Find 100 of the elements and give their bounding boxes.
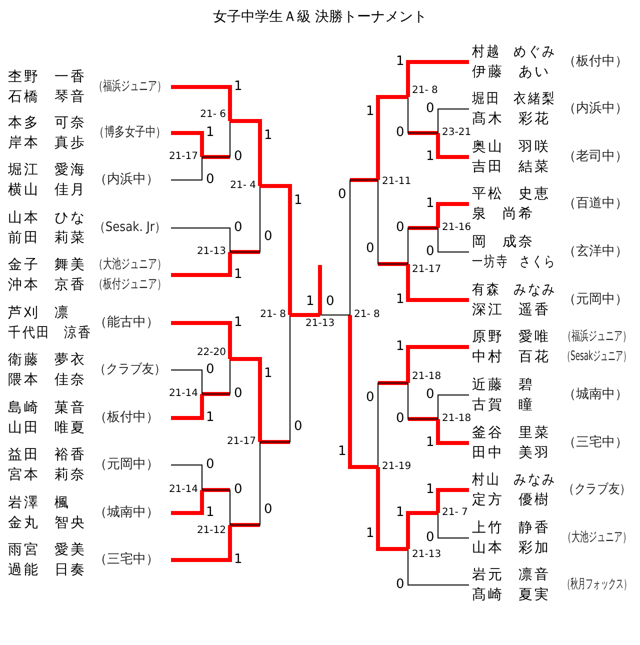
match-score: 21-18: [438, 412, 472, 426]
player-name: 芦刈 凛: [8, 304, 70, 322]
bracket-line: [376, 95, 408, 180]
player-name: 金子 舞美: [8, 256, 86, 274]
bracket-line: [202, 358, 230, 394]
school-name: （元岡中）: [563, 291, 628, 309]
player-name: 岸本 真歩: [8, 134, 86, 152]
match-score: 21-13: [408, 548, 442, 562]
match-score: 23-21: [438, 126, 472, 140]
player-name: 奥山 羽咲: [472, 138, 550, 156]
bracket-line: [230, 442, 260, 526]
bracket-line: [230, 119, 262, 186]
player-name: 有森 みなみ: [472, 281, 556, 299]
match-score: 21-13: [304, 317, 337, 331]
school-name: （クラブ友）: [563, 481, 632, 499]
school-name: （城南中）: [563, 386, 628, 404]
match-score: 21- 8: [350, 308, 380, 322]
school-name: （城南中）: [94, 504, 159, 522]
bracket-line: [438, 394, 470, 420]
school-name: （玄洋中）: [563, 243, 628, 261]
bracket-line: [260, 314, 290, 442]
player-name: 村越 めぐみ: [472, 43, 556, 61]
bracket-line: [171, 85, 232, 121]
bracket-line: [406, 60, 469, 97]
match-score: 21-18: [408, 370, 442, 384]
bracket-line: [171, 490, 204, 515]
match-score: 21-14: [168, 483, 202, 497]
bracket-line: [170, 370, 202, 394]
player-name: 堀江 愛海: [8, 161, 86, 179]
player-name: 山田 唯夏: [8, 419, 86, 437]
school-name: （百道中）: [563, 195, 628, 213]
player-name: 岡 成奈: [472, 233, 534, 251]
player-name: 山本 彩加: [472, 539, 550, 557]
match-score: 21-14: [168, 387, 202, 401]
bracket-line: [408, 228, 438, 264]
bracket-line: [408, 96, 438, 134]
player-name: 上竹 静香: [472, 519, 550, 537]
player-name: 中村 百花: [472, 348, 550, 366]
title: 女子中学生Ａ級 決勝トーナメント: [212, 8, 428, 26]
bracket-line: [348, 315, 378, 469]
bracket-line: [378, 180, 408, 264]
school-name: （老司中）: [563, 148, 628, 166]
match-score: 21-17: [408, 263, 442, 277]
match-score: 21- 7: [438, 506, 468, 520]
match-score: 21-16: [438, 221, 472, 235]
bracket-line: [171, 394, 204, 420]
player-name: 田中 美羽: [472, 444, 550, 462]
player-name: 岩元 凛音: [472, 566, 550, 584]
bracket-line: [438, 512, 470, 538]
match-score: 21-12: [196, 524, 230, 538]
bracket-line: [438, 228, 470, 252]
player-name: 本多 可奈: [8, 114, 86, 132]
match-score: 21- 8: [260, 308, 290, 322]
school-name: （福浜ジュニア）: [94, 78, 166, 96]
bracket-line: [438, 108, 470, 134]
player-name: 一坊寺 さくら: [472, 253, 556, 271]
school-name: （Sesak. Jr）: [94, 219, 166, 237]
school-name: （板付ジュニア）: [94, 276, 166, 294]
match-score: 22-20: [196, 346, 230, 360]
bracket-line: [436, 488, 469, 513]
player-name: 古賀 瞳: [472, 396, 534, 414]
school-name: （秋月フォックス）: [563, 576, 631, 594]
bracket-line: [350, 180, 378, 316]
player-name: 衛藤 夢衣: [8, 351, 86, 369]
player-name: 過能 日奏: [8, 561, 86, 579]
bracket-line: [376, 467, 408, 551]
school-name: （Sesakジュニア）: [563, 348, 631, 366]
bracket-line: [171, 321, 232, 359]
player-name: 島崎 菓音: [8, 399, 86, 417]
match-score: 21- 4: [230, 179, 260, 193]
match-score: 21-11: [378, 175, 412, 189]
bracket-line: [406, 511, 438, 549]
school-name: （クラブ友）: [94, 361, 166, 379]
player-name: 原野 愛唯: [472, 328, 550, 346]
player-name: 千代田 涼香: [8, 324, 92, 342]
bracket-line: [406, 264, 469, 302]
match-score: 21-19: [378, 460, 412, 474]
match-score: 21-13: [196, 245, 230, 259]
player-name: 益田 裕香: [8, 446, 86, 464]
player-name: 近藤 碧: [472, 376, 534, 394]
bracket-line: [171, 131, 204, 157]
player-name: 杢野 一香: [8, 68, 86, 86]
player-name: 釜谷 里菜: [472, 424, 550, 442]
player-name: 隈本 佳奈: [8, 371, 86, 389]
player-name: 岩澤 楓: [8, 494, 70, 512]
player-name: 吉田 結菜: [472, 158, 550, 176]
school-name: （三宅中）: [94, 551, 159, 569]
school-name: （元岡中）: [94, 456, 159, 474]
bracket-line: [170, 464, 202, 490]
school-name: （三宅中）: [563, 434, 628, 452]
player-name: 髙木 彩花: [472, 110, 550, 128]
player-name: 宮本 莉奈: [8, 466, 86, 484]
bracket-line: [290, 313, 322, 317]
bracket-line: [408, 382, 438, 420]
player-name: 深江 遥香: [472, 301, 550, 319]
bracket-line: [170, 228, 230, 252]
match-score: 21-17: [168, 150, 202, 164]
bracket-line: [202, 490, 230, 526]
bracket-line: [408, 548, 470, 586]
school-name: （内浜中）: [94, 171, 159, 189]
